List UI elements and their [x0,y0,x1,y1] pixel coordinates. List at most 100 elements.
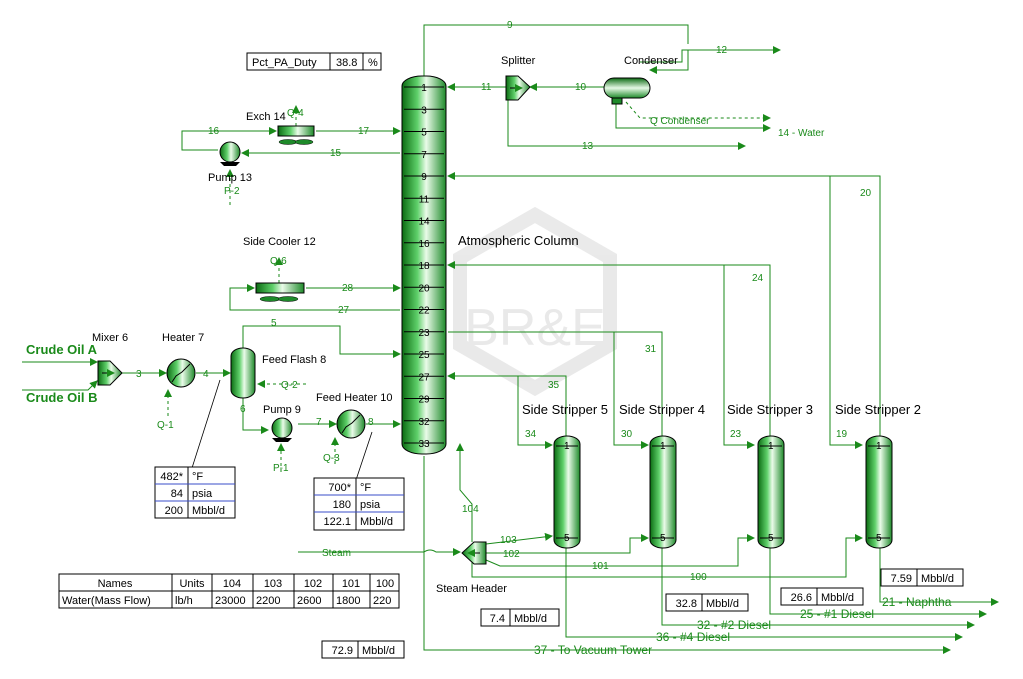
crude-b-line[interactable] [22,380,98,391]
diesel1-line[interactable] [769,548,987,618]
naphtha-flow-box[interactable]: 7.59 Mbbl/d [880,568,964,587]
table-header-103: 103 [264,578,282,590]
side-stripper-3[interactable] [757,435,785,549]
diesel4-flow-box[interactable]: 7.4 Mbbl/d [480,608,560,627]
diesel4-label: 36 - #4 Diesel [656,630,730,644]
svg-text:Mbbl/d: Mbbl/d [821,592,854,604]
q6-label: Q-6 [270,256,287,267]
q1-label: Q-1 [157,420,174,431]
feedheater-results-box[interactable]: 700* °F 180 psia 122.1 Mbbl/d [313,477,405,531]
stream-13-label: 13 [582,141,594,152]
stripper3-top-label: 1 [768,441,774,452]
stream-100-line[interactable] [471,534,863,578]
column-tray-label: 23 [418,328,430,339]
stream-6-line[interactable] [242,398,269,434]
q-condenser-line[interactable] [625,101,771,122]
condenser[interactable] [603,77,651,105]
heater7-temp: 482* [160,471,183,483]
stripper4-label: Side Stripper 4 [619,402,705,417]
pump-13[interactable] [219,141,241,166]
steam-header[interactable] [461,541,487,565]
stream-27-line[interactable] [229,284,400,311]
stream-16-line[interactable] [181,127,277,151]
table-cell-102: 2600 [297,595,321,607]
stream-31-label: 31 [645,344,657,355]
stream-7-label: 7 [316,417,322,428]
stream-20-label: 20 [860,188,872,199]
table-cell-101: 1800 [336,595,360,607]
crude-b-label: Crude Oil B [26,390,98,405]
table-cell-103: 2200 [256,595,280,607]
svg-text:Mbbl/d: Mbbl/d [706,598,739,610]
stream-100-label: 100 [690,572,707,583]
vacuum-flow-box[interactable]: 72.9 Mbbl/d [321,640,405,659]
pct-pa-duty-box[interactable]: Pct_PA_Duty 38.8 % [246,52,382,71]
pct-pa-duty-value: 38.8 [336,57,357,69]
diesel1-flow-box[interactable]: 26.6 Mbbl/d [780,587,864,606]
water-flow-table[interactable]: Names Units 104 103 102 101 100 Water(Ma… [58,573,400,609]
condenser-label: Condenser [624,55,678,67]
stream-102-line[interactable] [486,534,649,554]
table-cell-100: 220 [373,595,391,607]
stream-19-label: 19 [836,429,848,440]
stream-24-vapor[interactable] [724,264,771,436]
heater-7[interactable] [166,358,196,388]
stream-30-line[interactable] [613,332,649,449]
stream-101-line[interactable] [485,534,755,567]
heater7-pressure-unit: psia [192,488,213,500]
diesel4-line[interactable] [565,548,963,641]
stripper4-top-label: 1 [660,441,666,452]
column-tray-label: 29 [418,395,430,406]
vacuum-line[interactable] [423,456,951,654]
diesel2-line[interactable] [661,548,975,629]
naphtha-line[interactable] [879,548,999,606]
heater7-results-box[interactable]: 482* °F 84 psia 200 Mbbl/d [154,466,236,519]
diesel2-flow-box[interactable]: 32.8 Mbbl/d [665,593,749,612]
stream-34-label: 34 [525,429,537,440]
column-tray-label: 16 [418,239,430,250]
feedheater-temp: 700* [328,482,351,494]
stream-104-line[interactable] [456,443,473,542]
stream-15-label: 15 [330,148,342,159]
stream-9-line[interactable] [423,24,689,86]
water-line[interactable] [615,102,771,132]
svg-text:7.4: 7.4 [490,613,505,625]
pump-9[interactable] [271,417,293,442]
heater7-pressure: 84 [171,488,183,500]
side-stripper-2[interactable] [865,435,893,549]
stream-4-label: 4 [203,369,209,380]
stream-10-label: 10 [575,82,587,93]
exch-14[interactable] [277,125,315,145]
side-cooler-12[interactable] [255,282,305,302]
side-stripper-4[interactable] [649,435,677,549]
stream-28-label: 28 [342,283,354,294]
table-header-100: 100 [376,578,394,590]
stream-35-line[interactable] [447,372,567,436]
stream-23-line[interactable] [723,265,755,449]
side-stripper-5[interactable] [553,435,581,549]
table-cell-104: 23000 [215,595,246,607]
stream-103-label: 103 [500,535,517,546]
stream-103-line[interactable] [485,532,553,545]
stream-12-line[interactable] [640,46,781,63]
splitter-label: Splitter [501,55,536,67]
splitter[interactable] [505,75,531,101]
feed-heater-10[interactable] [336,409,366,439]
feed-flash8-label: Feed Flash 8 [262,354,326,366]
stream-11-label: 11 [481,82,492,93]
stream-27-label: 27 [338,305,350,316]
mixer-6[interactable] [97,360,123,386]
stream-34-line[interactable] [517,376,553,449]
stream-13-line[interactable] [507,100,746,150]
stream-17-label: 17 [358,126,370,137]
feed-flash-8[interactable] [230,347,256,399]
pct-pa-duty-label: Pct_PA_Duty [252,57,317,69]
stream-5-line[interactable] [242,325,401,358]
column-tray-label: 27 [418,372,430,383]
q2-label: Q-2 [281,380,298,391]
stream-31-line[interactable] [448,331,663,436]
stream-3-label: 3 [136,369,142,380]
stream-19-line[interactable] [829,176,863,449]
